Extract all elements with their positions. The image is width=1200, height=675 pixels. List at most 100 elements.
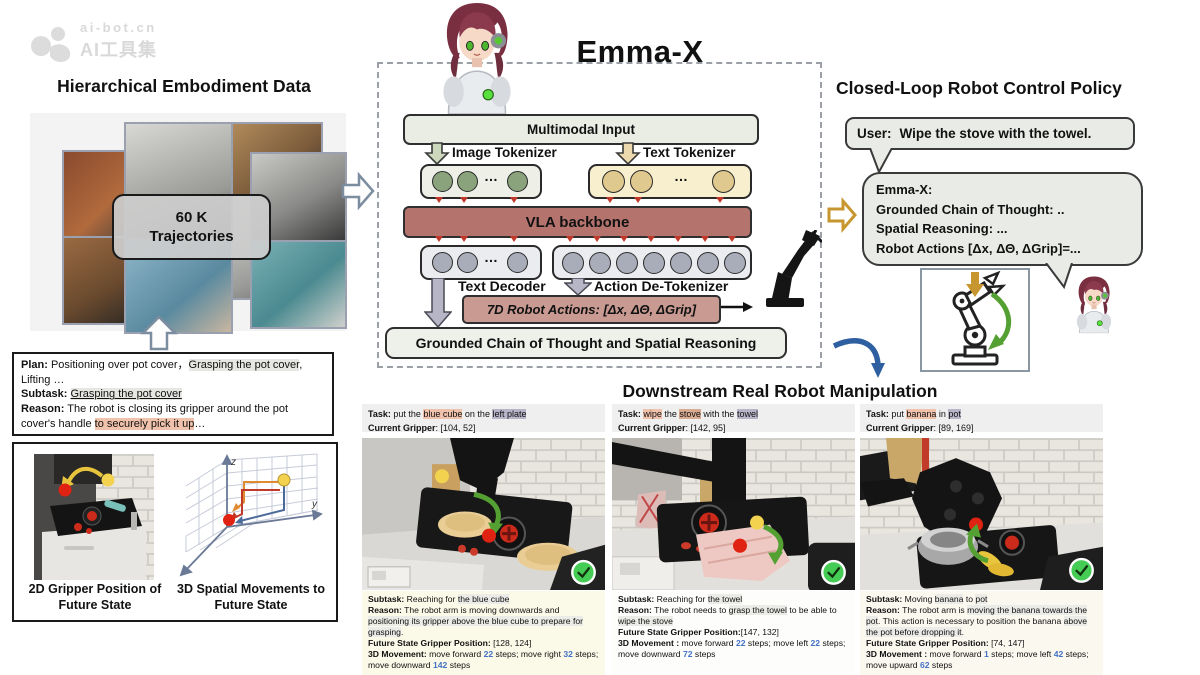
actions-7d-box: 7D Robot Actions: [Δx, ΔΘ, ΔGrip] (462, 295, 721, 324)
right-section-title: Closed-Loop Robot Control Policy (836, 78, 1122, 98)
downstream-arrow-icon (832, 338, 885, 378)
text-token (602, 170, 625, 193)
movement-line: 3D Movement : move forward 1 steps; move… (866, 649, 1089, 670)
ellipsis: … (484, 249, 498, 265)
action-token-row (552, 245, 752, 280)
robot-photo-3 (860, 438, 1103, 590)
caption-2d: 2D Gripper Position of Future State (28, 582, 162, 612)
reason-line: Reason: The robot is closing its gripper… (21, 403, 288, 430)
emma-avatar (426, 0, 528, 114)
trajectory-collage: 60 K Trajectories (30, 113, 347, 334)
emma-avatar-small (1068, 274, 1120, 334)
task-line: Task: wipe the stove with the towel (618, 409, 758, 419)
policy-input-arrow-icon (827, 196, 857, 234)
trajectories-count: 60 K (175, 208, 208, 226)
multimodal-input-box: Multimodal Input (403, 114, 759, 145)
action-down-arrow-icon (966, 272, 984, 297)
gripper-2d-photo (34, 454, 154, 580)
action-token (616, 252, 638, 274)
task-line: Task: put banana in pot (866, 409, 961, 419)
model-title: Emma-X (576, 34, 704, 69)
robot-photo-2 (612, 438, 855, 590)
task-header: Task: put the blue cube on the left plat… (362, 404, 605, 434)
action-token (724, 252, 746, 274)
emma-line: Robot Actions [Δx, ΔΘ, ΔGrip]=... (876, 240, 1081, 256)
future-state-box: z y 2D Gripper Position of Future State … (12, 442, 338, 622)
emma-line: Emma-X: (876, 182, 933, 197)
action-token (643, 252, 665, 274)
user-bubble: User: Wipe the stove with the towel. (845, 117, 1135, 150)
movement-line: 3D Movement: move forward 22 steps; move… (368, 649, 599, 670)
reason-line: Reason: The robot needs to grasp the tow… (618, 605, 837, 626)
bottom-section-title: Downstream Real Robot Manipulation (622, 381, 938, 401)
action-token (670, 252, 692, 274)
user-bubble-tail (869, 148, 893, 174)
subtask-line: Subtask: Moving banana to pot (866, 594, 988, 604)
user-instruction: Wipe the stove with the towel. (899, 126, 1092, 141)
emma-line: Grounded Chain of Thought: .. (876, 201, 1065, 217)
gripper-line: Current Gripper: [104, 52] (368, 423, 476, 434)
axis-y-label: y (311, 499, 318, 510)
ellipsis: … (674, 168, 688, 184)
spatial-3d-plot: z y (179, 453, 323, 577)
task-header: Task: put banana in pot Current Gripper:… (860, 404, 1103, 434)
trajectories-label: Trajectories (149, 228, 234, 245)
emma-bubble-tail (1045, 263, 1073, 289)
text-token (630, 170, 653, 193)
left-section-title: Hierarchical Embodiment Data (57, 76, 311, 96)
result-text: Subtask: Reaching for the blue cube Reas… (362, 591, 605, 675)
caption-3d: 3D Spatial Movements to Future State (177, 582, 325, 612)
robot-arm-photo (766, 230, 822, 307)
output-text-token-row: … (420, 245, 542, 280)
emma-line: Spatial Reasoning: ... (876, 221, 1008, 236)
text-decoder-arrow-icon (424, 278, 452, 328)
image-token (432, 171, 453, 192)
image-tokenizer-label: Image Tokenizer (452, 145, 557, 160)
task-line: Task: put the blue cube on the left plat… (368, 409, 527, 419)
plan-subtask-reason-box: Plan: Positioning over pot cover，Graspin… (12, 352, 334, 436)
text-token-row: … (588, 164, 752, 199)
gripper-line: Current Gripper: [89, 169] (866, 423, 974, 434)
trajectories-count-box: 60 K Trajectories (112, 194, 271, 260)
result-text: Subtask: Moving banana to pot Reason: Th… (860, 591, 1103, 675)
future-gripper-line: Future State Gripper Position: [74, 147] (866, 638, 1025, 648)
future-gripper-line: Future State Gripper Position: [128, 124… (368, 638, 532, 648)
to-robot-arrow-icon (721, 302, 753, 312)
output-token (432, 252, 453, 273)
image-token (457, 171, 478, 192)
movement-line: 3D Movement : move forward 22 steps; mov… (618, 638, 846, 659)
action-detokenizer-arrow-icon (564, 278, 592, 296)
task-header: Task: wipe the stove with the towel Curr… (612, 404, 855, 434)
right-arrow-icon (341, 171, 375, 211)
reason-line: Reason: The robot arm is moving downward… (368, 605, 583, 637)
text-token (712, 170, 735, 193)
up-arrow-icon (140, 315, 178, 351)
action-token (589, 252, 611, 274)
image-token (507, 171, 528, 192)
subtask-line: Subtask: Reaching for the blue cube (368, 594, 510, 604)
image-arrow-icon (424, 142, 450, 166)
model-dashed-box (377, 62, 822, 368)
ellipsis: … (484, 168, 498, 184)
rotation-arrow-icon (988, 292, 1012, 350)
text-arrow-icon (615, 142, 641, 166)
result-text: Subtask: Reaching for the towel Reason: … (612, 591, 855, 675)
action-token (562, 252, 584, 274)
text-decoder-label: Text Decoder (458, 278, 546, 294)
action-detokenizer-label: Action De-Tokenizer (594, 278, 729, 294)
vla-backbone-box: VLA backbone (403, 206, 752, 238)
gripper-line: Current Gripper: [142, 95] (618, 423, 726, 434)
reason-line: Reason: The robot arm is moving the bana… (866, 605, 1088, 637)
emma-bubble: Emma-X: Grounded Chain of Thought: .. Sp… (862, 172, 1143, 266)
grounded-cot-box: Grounded Chain of Thought and Spatial Re… (385, 327, 787, 359)
future-gripper-line: Future State Gripper Position:[147, 132] (618, 627, 779, 637)
robot-photo-1 (362, 438, 605, 590)
text-tokenizer-label: Text Tokenizer (643, 145, 736, 160)
watermark-logo: ai-bot.cn AI工具集 (28, 18, 238, 68)
watermark-icon (31, 27, 71, 62)
action-token (697, 252, 719, 274)
image-token-row: … (420, 164, 542, 199)
watermark-line1: ai-bot.cn (80, 20, 157, 35)
output-token (507, 252, 528, 273)
